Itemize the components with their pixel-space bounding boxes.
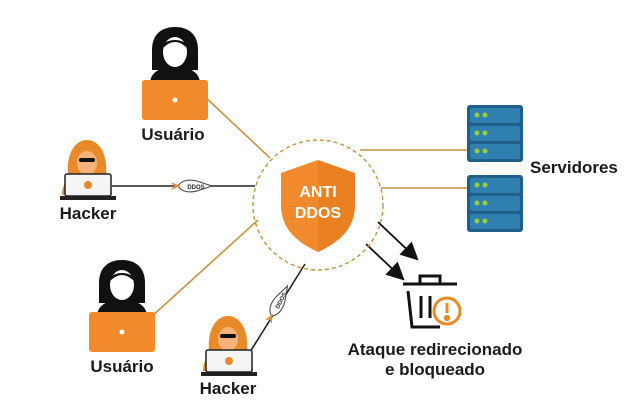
- hacker-bottom-label: Hacker: [199, 379, 257, 398]
- hacker-left-node: [60, 140, 116, 200]
- line-user-top: [202, 94, 271, 159]
- user-top-label: Usuário: [141, 125, 205, 144]
- server-rack-icon: [467, 175, 523, 232]
- laptop-user-icon: [89, 260, 155, 352]
- line-user-bottom: [149, 219, 259, 319]
- servers-label: Servidores: [530, 158, 618, 177]
- connection-lines: [112, 94, 467, 353]
- hacker-left-label: Hacker: [59, 204, 117, 223]
- blocked-node: [403, 274, 462, 329]
- redirect-arrow-1: [377, 221, 419, 261]
- redirect-arrows: [365, 221, 419, 281]
- missile-icon: [269, 284, 289, 317]
- missile-flame-icon: [171, 182, 180, 190]
- missile-left-label: DDOS: [187, 185, 204, 191]
- user-bottom-node: [89, 260, 155, 352]
- redirect-arrow-2: [365, 243, 405, 281]
- hooded-hacker-icon: [201, 316, 257, 376]
- shield-shade-icon: [318, 160, 355, 252]
- missile-flame-icon: [264, 314, 273, 324]
- hacker-bottom-node: [201, 316, 257, 376]
- ddos-missile-left: DDOS: [171, 179, 214, 193]
- anti-ddos-node: ANTI DDOS: [252, 139, 384, 271]
- trash-warning-icon: [403, 274, 462, 329]
- missile-icon: [177, 179, 214, 193]
- hooded-hacker-icon: [60, 140, 116, 200]
- user-top-node: [142, 27, 208, 120]
- center-label-line2: DDOS: [295, 205, 342, 222]
- center-label-line1: ANTI: [299, 184, 336, 201]
- servers-node: [467, 105, 523, 232]
- blocked-label-line1: Ataque redirecionado: [347, 340, 523, 359]
- user-bottom-label: Usuário: [90, 357, 154, 376]
- laptop-user-icon: [142, 27, 208, 120]
- protection-ring: [252, 139, 384, 271]
- blocked-label-line2: e bloqueado: [384, 360, 486, 379]
- server-rack-icon: [467, 105, 523, 162]
